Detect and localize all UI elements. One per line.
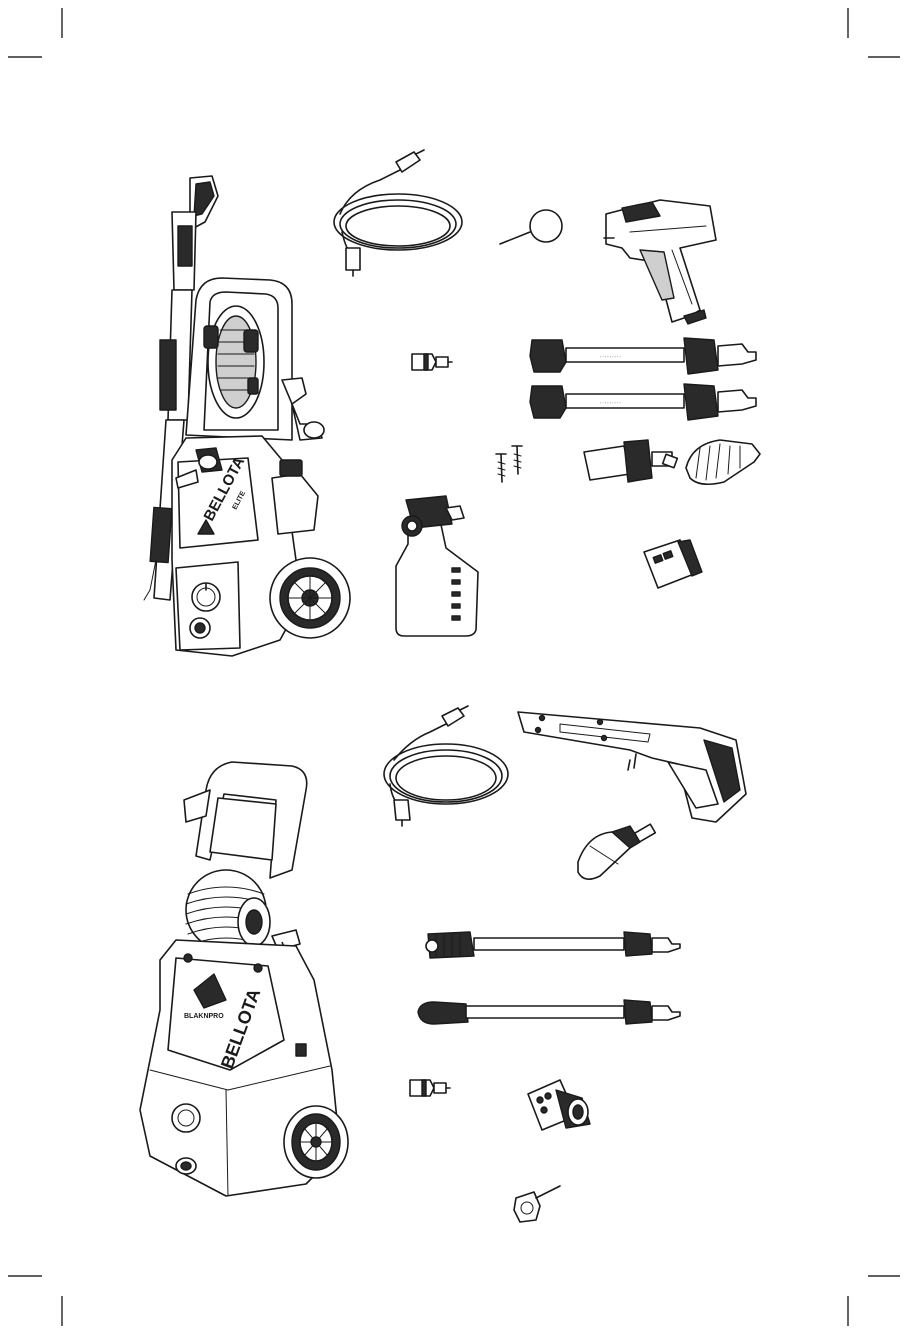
pressure-washer-elite: BELLOTA ELITE xyxy=(144,176,350,656)
screws xyxy=(496,446,522,482)
lance-bottom-1 xyxy=(426,932,680,958)
pressure-washer-blaknpro: BLAKNPRO BELLOTA xyxy=(140,762,348,1196)
high-pressure-hose-bottom xyxy=(384,706,508,826)
turbo-nozzle-bottom xyxy=(578,824,655,879)
quick-connect-nozzle-bottom xyxy=(410,1080,450,1096)
hose-coupler-bottom xyxy=(528,1080,590,1130)
lance-bottom-2 xyxy=(418,1000,680,1024)
machine-model-label-bottom: BLAKNPRO xyxy=(184,1013,224,1020)
turbo-nozzle-top xyxy=(686,440,760,484)
svg-text:· · · · · · · · ·: · · · · · · · · · xyxy=(600,354,621,359)
svg-text:· · · · · · · · ·: · · · · · · · · · xyxy=(600,400,621,405)
adjustable-nozzle-top xyxy=(584,440,677,482)
extension-lance-1: · · · · · · · · · xyxy=(530,338,756,374)
inlet-fitting-bottom xyxy=(514,1186,560,1222)
high-pressure-hose-top xyxy=(334,150,462,276)
crop-marks xyxy=(8,8,900,1326)
spray-gun-top xyxy=(604,200,716,324)
extension-lance-2: · · · · · · · · · xyxy=(530,384,756,420)
reference-callout xyxy=(500,210,562,244)
hose-coupler-top xyxy=(644,540,702,588)
detergent-bottle-top xyxy=(396,496,478,636)
spray-gun-bottom xyxy=(518,712,746,822)
quick-connect-nozzle-top xyxy=(412,354,452,370)
